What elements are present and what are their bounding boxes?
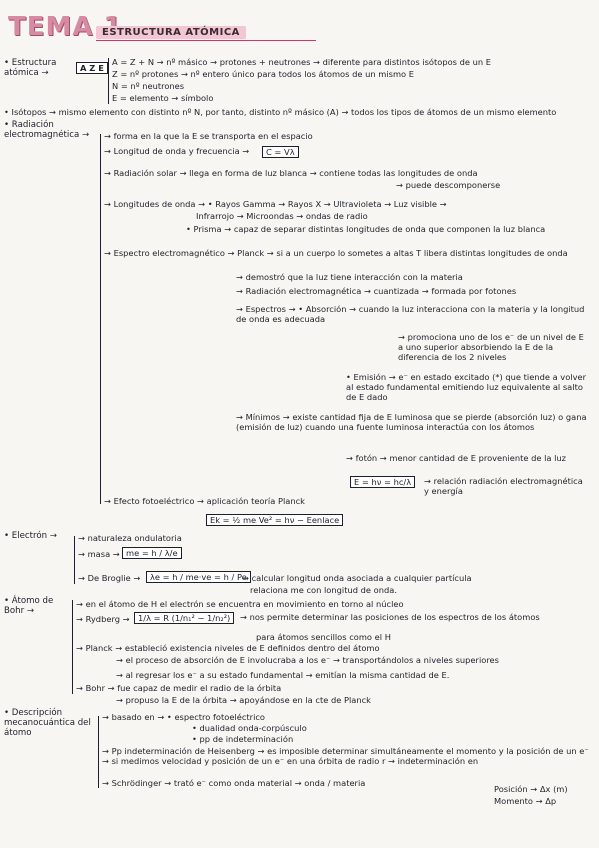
atomic-notation: A Z E: [76, 62, 108, 74]
electron-line-3: → De Broglie →: [78, 573, 141, 583]
bohr-line-8: → Bohr → fue capaz de medir el radio de …: [76, 683, 282, 693]
descripcion-line-5: Posición → Δx (m): [494, 784, 568, 794]
descripcion-bracket: [98, 716, 99, 788]
radiacion-line-9: → demostró que la luz tiene interacción …: [236, 272, 463, 282]
radiacion-line-12: → promociona uno de los e⁻ de un nivel d…: [398, 332, 584, 362]
bohr-label: • Átomo de Bohr →: [4, 596, 54, 616]
electron-bracket: [74, 536, 75, 584]
electron-line-0: → naturaleza ondulatoria: [78, 533, 182, 543]
formula-debroglie: λe = h / me·ve = h / Pe: [146, 571, 251, 583]
estructura-line-1: Z = nº protones → nº entero único para t…: [112, 69, 414, 79]
bohr-line-0: → en el átomo de H el electrón se encuen…: [76, 599, 404, 609]
electron-label: • Electrón →: [4, 531, 57, 541]
radiacion-line-7: • Prisma → capaz de separar distintas lo…: [186, 224, 546, 234]
radiacion-line-13: • Emisión → e⁻ en estado excitado (*) qu…: [346, 372, 587, 402]
descripcion-line-4: → Schrödinger → trató e⁻ como onda mater…: [102, 778, 366, 788]
descripcion-line-3: → Pp indeterminación de Heisenberg → es …: [102, 746, 589, 766]
radiacion-line-3: → Radiación solar → llega en forma de lu…: [104, 168, 478, 178]
electron-line-5: → calcular longitud onda asociada a cual…: [242, 573, 472, 583]
estructura-label: • Estructura atómica →: [4, 58, 57, 78]
electron-line-6: relaciona me con longitud de onda.: [250, 585, 397, 595]
radiacion-line-17: → relación radiación electromagnética y …: [424, 476, 583, 496]
estructura-line-3: E = elemento → símbolo: [112, 93, 214, 103]
bohr-bracket: [72, 600, 73, 694]
formula-c: C = Vλ: [262, 146, 299, 158]
electron-line-1: → masa →: [78, 549, 120, 559]
page-subtitle: ESTRUCTURA ATÓMICA: [96, 26, 246, 39]
radiacion-line-6: Infrarrojo → Microondas → ondas de radio: [196, 211, 368, 221]
formula-energy: E = hν = hc/λ: [350, 476, 416, 488]
estructura-line-2: N = nº neutrones: [112, 81, 185, 91]
formula-rydberg: 1/λ = R (1/n₁² − 1/n₂²): [134, 612, 235, 624]
estructura-line-0: A = Z + N → nº másico → protones + neutr…: [112, 57, 492, 67]
descripcion-line-1: • dualidad onda-corpúsculo: [192, 723, 307, 733]
radiacion-line-18: → Efecto fotoeléctrico → aplicación teor…: [104, 496, 305, 506]
radiacion-line-14: → Mínimos → existe cantidad fija de E lu…: [236, 412, 587, 432]
title-underline: [96, 40, 316, 41]
bohr-line-9: → propuso la E de la órbita → apoyándose…: [116, 695, 371, 705]
isotopos-text: • Isótopos → mismo elemento con distinto…: [4, 107, 557, 117]
bohr-line-6: → el proceso de absorción de E involucra…: [116, 655, 499, 665]
bohr-line-1: → Rydberg →: [76, 614, 130, 624]
radiacion-line-8: → Espectro electromagnético → Planck → s…: [104, 248, 568, 258]
radiacion-line-5: → Longitudes de onda → • Rayos Gamma → R…: [104, 199, 447, 209]
radiacion-bracket: [100, 134, 101, 504]
bohr-line-5: → Planck → estableció existencia niveles…: [76, 643, 380, 653]
descripcion-line-6: Momento → Δp: [494, 796, 557, 806]
radiacion-line-11: → Espectros → • Absorción → cuando la lu…: [236, 304, 585, 324]
descripcion-line-2: • pp de indeterminación: [192, 734, 294, 744]
radiacion-line-15: → fotón → menor cantidad de E provenient…: [346, 453, 567, 463]
bracket-line: [108, 58, 109, 104]
radiacion-line-10: → Radiación electromagnética → cuantizad…: [236, 286, 517, 296]
descripcion-label: • Descripción mecanocuántica del átomo: [4, 708, 91, 738]
radiacion-line-1: → Longitud de onda y frecuencia →: [104, 146, 250, 156]
formula-mass: me = h / λ/e: [122, 547, 182, 559]
radiacion-line-0: → forma en la que la E se transporta en …: [104, 131, 313, 141]
radiacion-line-4: → puede descomponerse: [396, 180, 501, 190]
descripcion-line-0: → basado en → • espectro fotoeléctrico: [102, 712, 266, 722]
formula-photoelectric: Ek = ½ me Ve² = hν − Eenlace: [206, 514, 344, 526]
bohr-line-7: → al regresar los e⁻ a su estado fundame…: [116, 670, 450, 680]
bohr-line-3: → nos permite determinar las posiciones …: [240, 612, 540, 622]
radiacion-label: • Radiación electromagnética →: [4, 120, 90, 140]
bohr-line-4: para átomos sencillos como el H: [256, 632, 391, 642]
